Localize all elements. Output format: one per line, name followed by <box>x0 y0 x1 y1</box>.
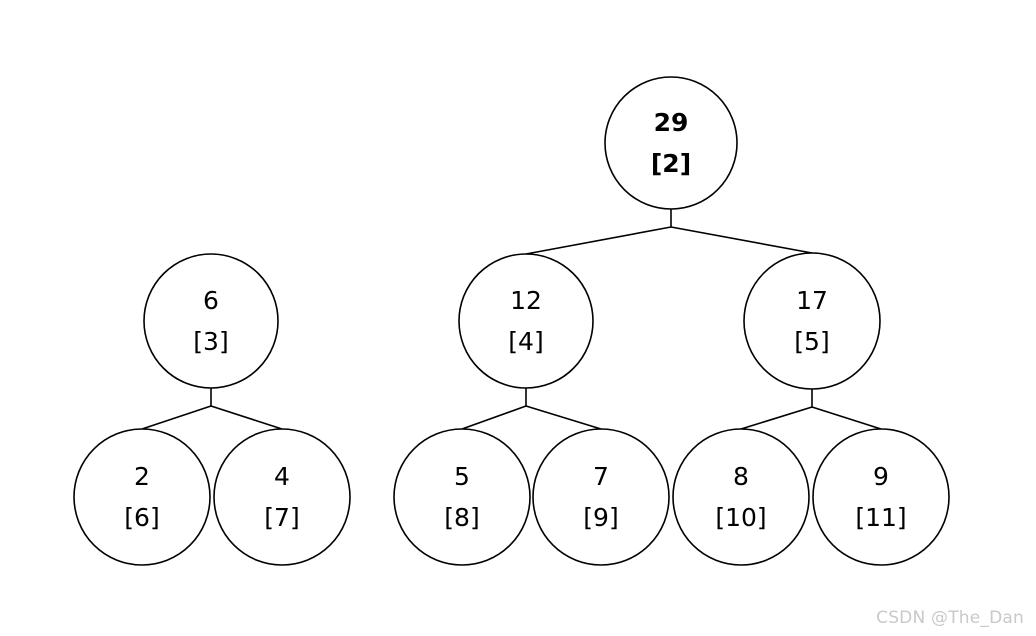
node-value-label: 5 <box>454 462 470 491</box>
edge-n17-to-n9 <box>811 406 882 430</box>
node-circle[interactable] <box>604 76 738 210</box>
edge-n6-to-n2 <box>141 405 212 430</box>
node-circle[interactable] <box>672 428 810 566</box>
watermark-text: CSDN @The_Dan <box>876 608 1024 628</box>
edge-n29-to-n17 <box>670 226 813 254</box>
edge-n17-to-n8 <box>740 406 813 430</box>
edge-n6-to-n4 <box>210 405 283 430</box>
edge-n12-to-n5 <box>461 405 527 430</box>
node-index-label: [5] <box>794 327 829 356</box>
node-value-label: 2 <box>134 462 150 491</box>
node-circle[interactable] <box>532 428 670 566</box>
node-value-label: 7 <box>593 462 609 491</box>
edge-n12-to-n7 <box>525 405 602 430</box>
edge-group-n6 <box>141 388 283 430</box>
node-index-label: [7] <box>264 503 299 532</box>
tree-node[interactable]: 2[6] <box>73 428 211 566</box>
node-circle[interactable] <box>213 428 351 566</box>
tree-node[interactable]: 6[3] <box>143 253 279 389</box>
node-index-label: [11] <box>855 503 906 532</box>
edges-layer <box>141 209 882 430</box>
edge-group-n12 <box>461 388 602 430</box>
node-circle[interactable] <box>143 253 279 389</box>
node-circle[interactable] <box>393 428 531 566</box>
tree-node[interactable]: 5[8] <box>393 428 531 566</box>
edge-n29-to-n12 <box>525 226 672 255</box>
node-value-label: 29 <box>654 108 689 137</box>
node-circle[interactable] <box>73 428 211 566</box>
tree-node[interactable]: 12[4] <box>458 253 594 389</box>
tree-node[interactable]: 29[2] <box>604 76 738 210</box>
node-value-label: 12 <box>510 286 542 315</box>
node-value-label: 4 <box>274 462 290 491</box>
node-index-label: [4] <box>508 327 543 356</box>
node-index-label: [9] <box>583 503 618 532</box>
node-index-label: [6] <box>124 503 159 532</box>
node-circle[interactable] <box>458 253 594 389</box>
node-index-label: [3] <box>193 327 228 356</box>
tree-node[interactable]: 4[7] <box>213 428 351 566</box>
node-value-label: 17 <box>796 286 828 315</box>
tree-node[interactable]: 7[9] <box>532 428 670 566</box>
node-index-label: [10] <box>715 503 766 532</box>
node-value-label: 6 <box>203 286 219 315</box>
tree-node[interactable]: 17[5] <box>743 252 881 390</box>
edge-group-n29 <box>525 209 813 255</box>
tree-node[interactable]: 9 [11] <box>812 428 950 566</box>
node-index-label: [8] <box>444 503 479 532</box>
node-index-label: [2] <box>651 149 691 178</box>
nodes-layer: 29[2]6[3]12[4]17[5]2[6]4[7]5[8]7[9]8[10]… <box>73 76 950 566</box>
node-circle[interactable] <box>743 252 881 390</box>
tree-node[interactable]: 8 [10] <box>672 428 810 566</box>
node-value-label: 8 <box>733 462 749 491</box>
node-value-label: 9 <box>873 462 889 491</box>
node-circle[interactable] <box>812 428 950 566</box>
edge-group-n17 <box>740 389 882 430</box>
